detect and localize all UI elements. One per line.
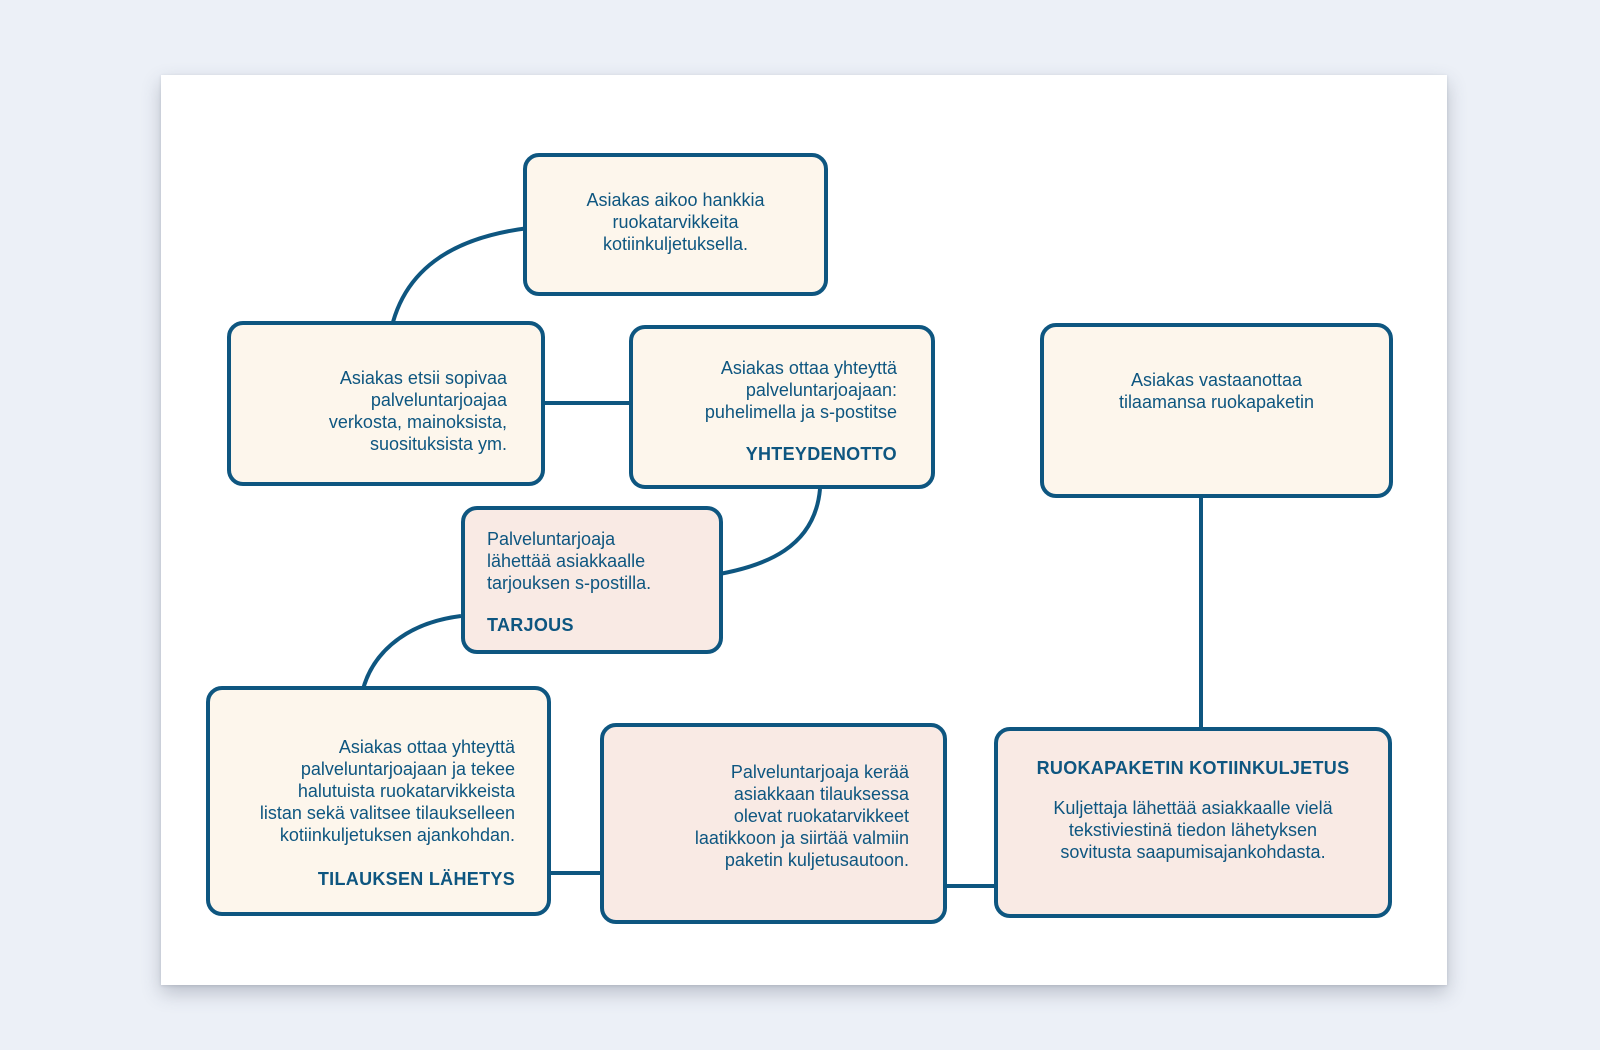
node-search-text: Asiakas etsii sopivaa palveluntarjoajaa … [328, 368, 507, 454]
node-order: Asiakas ottaa yhteyttä palveluntarjoajaa… [206, 686, 551, 916]
node-contact: Asiakas ottaa yhteyttä palveluntarjoajaa… [629, 325, 935, 489]
node-contact-text: Asiakas ottaa yhteyttä palveluntarjoajaa… [704, 358, 897, 422]
node-offer-text: Palveluntarjoaja lähettää asiakkaalle ta… [487, 529, 652, 593]
node-delivery-text: Kuljettaja lähettää asiakkaalle vielä te… [1053, 798, 1333, 862]
node-receive-text: Asiakas vastaanottaa tilaamansa ruokapak… [1118, 370, 1315, 412]
node-order-label: TILAUKSEN LÄHETYS [317, 869, 515, 889]
node-delivery: RUOKAPAKETIN KOTIINKULJETUS Kuljettaja l… [994, 727, 1392, 918]
node-need: Asiakas aikoo hankkia ruokatarvikkeita k… [523, 153, 828, 296]
node-offer: Palveluntarjoaja lähettää asiakkaalle ta… [461, 506, 723, 654]
node-receive: Asiakas vastaanottaa tilaamansa ruokapak… [1040, 323, 1393, 498]
node-offer-label: TARJOUS [487, 615, 574, 635]
node-packing-text: Palveluntarjoaja kerää asiakkaan tilauks… [694, 762, 909, 870]
node-search: Asiakas etsii sopivaa palveluntarjoajaa … [227, 321, 545, 486]
node-order-text: Asiakas ottaa yhteyttä palveluntarjoajaa… [259, 737, 515, 845]
connector-need-search [387, 224, 551, 342]
connector-contact-offer [699, 488, 822, 579]
node-need-text: Asiakas aikoo hankkia ruokatarvikkeita k… [586, 190, 765, 254]
node-delivery-label: RUOKAPAKETIN KOTIINKULJETUS [1036, 758, 1350, 778]
node-contact-label: YHTEYDENOTTO [745, 444, 897, 464]
node-packing: Palveluntarjoaja kerää asiakkaan tilauks… [600, 723, 947, 924]
